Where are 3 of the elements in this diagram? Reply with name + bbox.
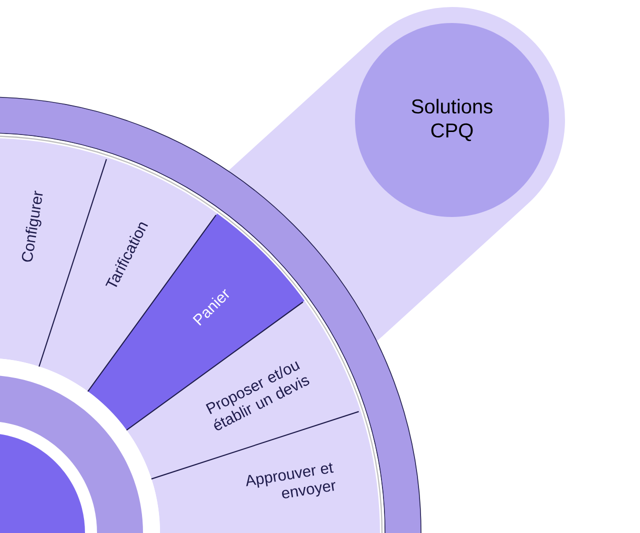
segment-label: Approuver et envoyer: [246, 462, 336, 498]
segment-label: Configurer: [22, 190, 43, 262]
circle-bubble: Solutions CPQ: [355, 23, 549, 217]
